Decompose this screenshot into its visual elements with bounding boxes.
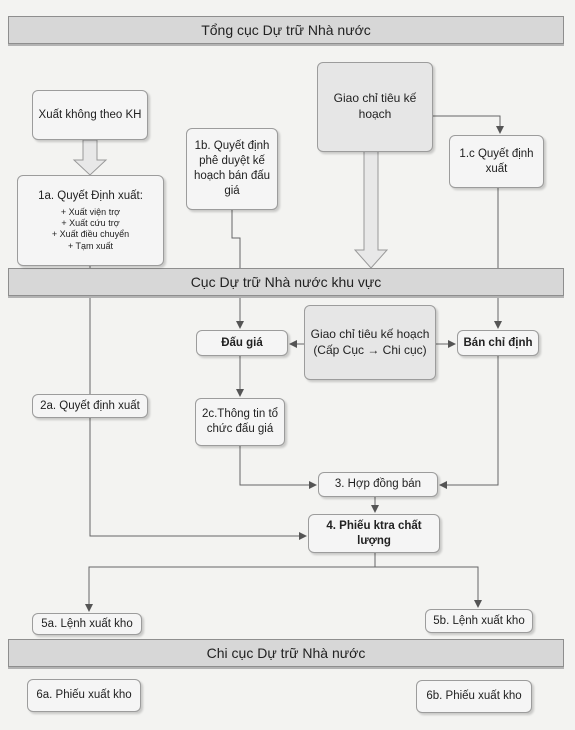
box-giao-chi-tieu: Giao chỉ tiêu kế hoạch: [317, 62, 433, 152]
band-chi-cuc: Chi cục Dự trữ Nhà nước: [8, 639, 564, 667]
box-5b: 5b. Lệnh xuất kho: [425, 609, 533, 633]
list-item: + Tạm xuất: [67, 240, 114, 251]
line-banchidinh-3: [439, 356, 499, 489]
line-giao-1c: [432, 115, 504, 134]
line-2a-4: [89, 418, 307, 540]
line-4-5b: [375, 566, 482, 608]
band-cuc-khu-vuc: Cục Dự trữ Nhà nước khu vực: [8, 268, 564, 296]
box-1a: 1a. Quyết Định xuất: + Xuất viện trợ + X…: [17, 175, 164, 266]
hollow-arrow-xuat: [72, 139, 108, 176]
box-xuat-khong-theo-kh: Xuất không theo KH: [32, 90, 148, 140]
box-6b: 6b. Phiếu xuất kho: [416, 680, 532, 713]
box-1a-title: 1a. Quyết Định xuất:: [38, 190, 143, 203]
box-1b: 1b. Quyết định phê duyệt kế hoạch bán đấ…: [186, 128, 278, 210]
box-4: 4. Phiếu ktra chất lượng: [308, 514, 440, 553]
band-tong-cuc: Tổng cục Dự trữ Nhà nước: [8, 16, 564, 44]
list-item: + Xuất viện trợ: [60, 206, 121, 217]
hollow-arrow-giao: [353, 149, 389, 269]
box-2c: 2c.Thông tin tổ chức đấu giá: [195, 398, 285, 446]
list-item: + Xuất cứu trợ: [61, 218, 120, 229]
box-2a: 2a. Quyết định xuất: [32, 394, 148, 418]
box-6a: 6a. Phiếu xuất kho: [27, 679, 141, 712]
box-5a: 5a. Lệnh xuất kho: [32, 613, 142, 635]
line-2c-3: [239, 446, 317, 489]
box-1c: 1.c Quyết định xuất: [449, 135, 544, 188]
box-giao-chi-tieu-cap: Giao chỉ tiêu kế hoạch (Cấp Cục → Chi cụ…: [304, 305, 436, 380]
box-ban-chi-dinh: Bán chỉ định: [457, 330, 539, 356]
line-4-5a: [85, 553, 376, 612]
box-dau-gia: Đấu giá: [196, 330, 288, 356]
list-item: + Xuất điều chuyển: [51, 229, 130, 240]
box-1a-list: + Xuất viện trợ + Xuất cứu trợ + Xuất đi…: [52, 207, 129, 252]
box-3: 3. Hợp đồng bán: [318, 472, 438, 497]
